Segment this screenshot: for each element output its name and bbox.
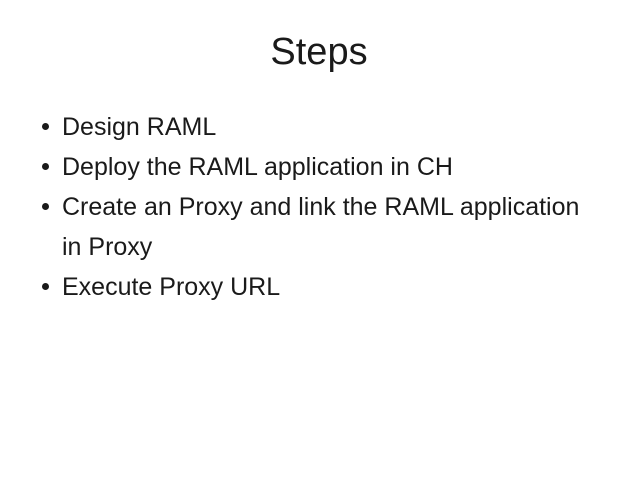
bullet-item: Deploy the RAML application in CH — [42, 147, 598, 187]
bullet-dot-icon — [42, 283, 49, 290]
slide-title: Steps — [270, 31, 368, 73]
bullet-item: Design RAML — [42, 107, 598, 147]
bullet-list: Design RAML Deploy the RAML application i… — [0, 107, 638, 307]
bullet-item: Create an Proxy and link the RAML applic… — [42, 187, 598, 267]
bullet-line: Create an Proxy and link the RAML applic… — [62, 193, 580, 221]
bullet-dot-icon — [42, 163, 49, 170]
bullet-text: Design RAML — [62, 107, 216, 147]
bullet-line: Design RAML — [62, 113, 217, 141]
bullet-text: Deploy the RAML application in CH — [62, 147, 453, 187]
bullet-text: Create an Proxy and link the RAML applic… — [62, 187, 579, 267]
bullet-item: Execute Proxy URL — [42, 267, 598, 307]
bullet-line: Execute Proxy URL — [62, 273, 281, 301]
bullet-line: in Proxy — [62, 233, 153, 261]
bullet-text: Execute Proxy URL — [62, 267, 280, 307]
bullet-dot-icon — [42, 203, 49, 210]
bullet-line: Deploy the RAML application in CH — [62, 153, 453, 181]
bullet-dot-icon — [42, 123, 49, 130]
